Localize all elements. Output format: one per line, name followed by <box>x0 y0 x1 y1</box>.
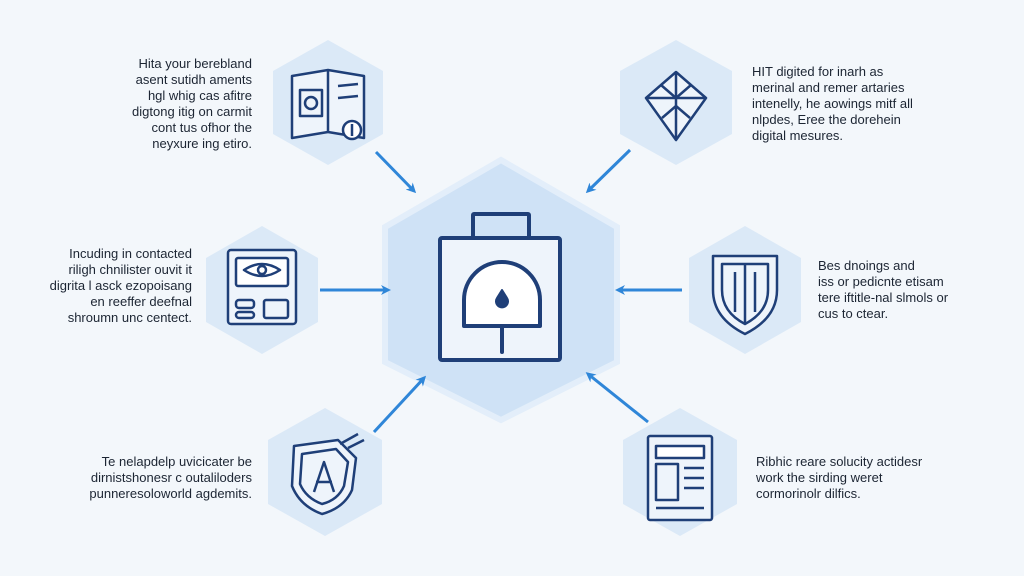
report-icon <box>646 434 714 522</box>
node-bottom-left <box>268 408 382 536</box>
node-top-right <box>620 40 732 165</box>
arrow-bottom-left <box>372 375 427 434</box>
arrow-top-right <box>585 148 632 194</box>
center-node <box>382 156 620 424</box>
node-middle-right <box>689 226 801 354</box>
open-book-icon <box>290 68 366 141</box>
diamond-icon <box>644 70 708 142</box>
caption-middle-right: Bes dnoings and iss or pedicnte etisam t… <box>818 258 949 321</box>
arrow-top-left <box>374 150 417 194</box>
node-middle-left <box>206 226 318 354</box>
document-panel-icon <box>226 248 298 326</box>
shield-icon <box>711 254 779 336</box>
node-top-left <box>273 40 383 165</box>
lock-icon <box>438 212 562 362</box>
caption-bottom-left: Te nelapdelp uvicicater be dirnistshones… <box>89 454 252 501</box>
caption-bottom-right: Ribhic reare solucity actidesr work the … <box>756 454 923 501</box>
caption-top-left: Hita your berebland asent sutidh aments … <box>132 56 252 151</box>
node-bottom-right <box>623 408 737 536</box>
caption-top-right: HIT digited for inarh as merinal and rem… <box>752 64 913 143</box>
shield-badge-icon <box>290 432 365 516</box>
caption-middle-left: Incuding in contacted riligh chnilister … <box>49 246 192 325</box>
arrow-bottom-right <box>585 372 649 424</box>
